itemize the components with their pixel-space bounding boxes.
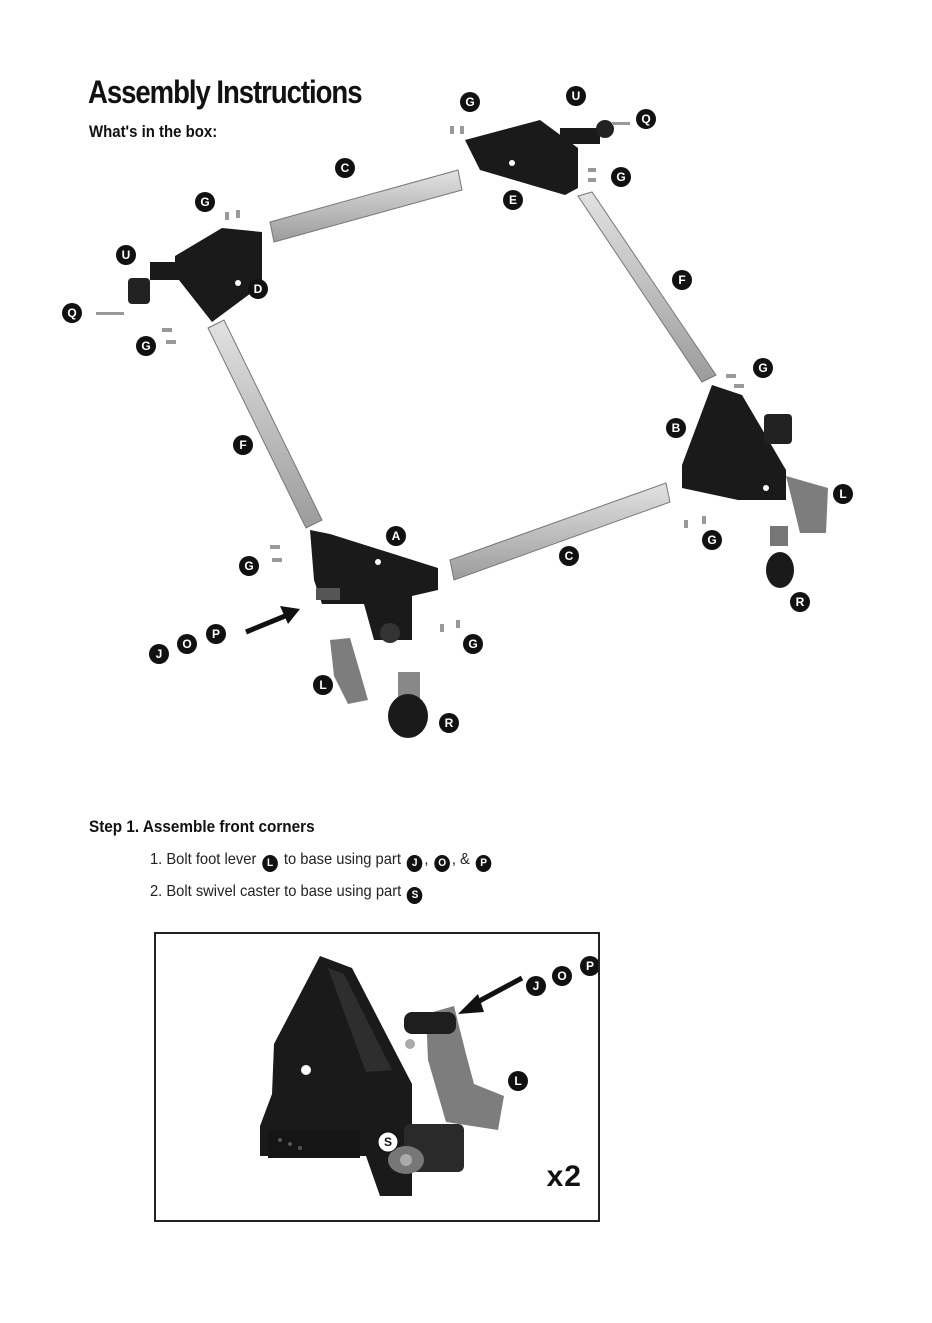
caster-wheel-front <box>388 672 428 738</box>
front-corner-closeup: J O P L S <box>156 934 600 1222</box>
arrow-pointer-icon <box>246 606 300 632</box>
svg-text:P: P <box>212 627 220 641</box>
tube-f-left <box>208 320 322 528</box>
svg-text:O: O <box>557 969 566 983</box>
part-label-u-top: U <box>566 86 586 106</box>
svg-text:C: C <box>565 549 574 563</box>
tube-c-top <box>270 170 462 242</box>
svg-text:R: R <box>445 716 454 730</box>
tube-f-right <box>578 192 716 382</box>
corner-bracket-e <box>465 120 614 195</box>
part-label-r-front: R <box>439 713 459 733</box>
instruction-2-prefix: 2. Bolt swivel caster to base using part <box>150 883 401 900</box>
corner-bracket-d <box>128 228 262 322</box>
tube-c-bottom <box>450 483 670 580</box>
photo-label-p: P <box>580 956 600 976</box>
svg-text:G: G <box>200 195 209 209</box>
photo-label-o: O <box>552 966 572 986</box>
part-label-b: B <box>666 418 686 438</box>
part-label-e: E <box>503 190 523 210</box>
step-1-instruction-2: 2. Bolt swivel caster to base using part… <box>150 883 425 904</box>
svg-text:E: E <box>509 193 517 207</box>
part-label-c-bottom: C <box>559 546 579 566</box>
part-label-g-front: G <box>463 634 483 654</box>
instruction-1-sep1: , <box>424 851 428 868</box>
quantity-label: x2 <box>547 1160 582 1194</box>
svg-text:L: L <box>839 487 846 501</box>
part-label-q-top: Q <box>636 109 656 129</box>
svg-text:D: D <box>254 282 263 296</box>
part-label-q-left: Q <box>62 303 82 323</box>
part-label-g-front-left: G <box>239 556 259 576</box>
part-label-g-top-right: G <box>611 167 631 187</box>
svg-text:U: U <box>572 89 581 103</box>
svg-text:Q: Q <box>67 306 76 320</box>
svg-text:G: G <box>616 170 625 184</box>
foot-lever-front <box>330 638 368 704</box>
svg-text:C: C <box>341 161 350 175</box>
svg-text:U: U <box>122 248 131 262</box>
part-badge-p: P <box>476 855 492 872</box>
caster-wheel-right <box>766 526 794 588</box>
step-1-heading: Step 1. Assemble front corners <box>89 817 315 837</box>
svg-text:F: F <box>239 438 246 452</box>
svg-text:O: O <box>182 637 191 651</box>
svg-text:B: B <box>672 421 681 435</box>
part-label-p: P <box>206 624 226 644</box>
part-label-g-left: G <box>136 336 156 356</box>
svg-text:G: G <box>465 95 474 109</box>
svg-text:G: G <box>141 339 150 353</box>
svg-text:J: J <box>533 979 540 993</box>
svg-text:R: R <box>796 595 805 609</box>
svg-text:L: L <box>319 678 326 692</box>
part-label-j: J <box>149 644 169 664</box>
part-label-f-right: F <box>672 270 692 290</box>
svg-text:L: L <box>514 1074 521 1088</box>
step-1-instruction-1: 1. Bolt foot lever L to base using part … <box>150 851 493 872</box>
part-badge-s: S <box>407 887 423 904</box>
photo-label-l: L <box>508 1071 528 1091</box>
part-label-o: O <box>177 634 197 654</box>
part-label-u-left: U <box>116 245 136 265</box>
part-label-f-left: F <box>233 435 253 455</box>
photo-label-j: J <box>526 976 546 996</box>
svg-text:G: G <box>468 637 477 651</box>
exploded-parts-diagram: G U Q G C E G U D Q G F G B F L A G C G … <box>0 0 932 800</box>
part-label-g-mid-right: G <box>702 530 722 550</box>
corner-bracket-b <box>682 385 828 533</box>
svg-text:J: J <box>156 647 163 661</box>
part-badge-l: L <box>262 855 278 872</box>
instruction-1-mid: to base using part <box>284 851 401 868</box>
svg-text:F: F <box>678 273 685 287</box>
svg-text:S: S <box>384 1135 392 1149</box>
svg-text:G: G <box>707 533 716 547</box>
part-label-d: D <box>248 279 268 299</box>
corner-bracket-a <box>310 530 438 643</box>
part-badge-j: J <box>407 855 423 872</box>
part-badge-o: O <box>434 855 450 872</box>
part-label-a: A <box>386 526 406 546</box>
part-label-g-top: G <box>460 92 480 112</box>
step-1-photo-frame: J O P L S x2 <box>154 932 600 1222</box>
svg-text:G: G <box>244 559 253 573</box>
svg-text:P: P <box>586 959 594 973</box>
svg-text:Q: Q <box>641 112 650 126</box>
instruction-1-prefix: 1. Bolt foot lever <box>150 851 256 868</box>
part-label-g-right: G <box>753 358 773 378</box>
part-label-c-top: C <box>335 158 355 178</box>
instruction-1-sep2: , & <box>452 851 470 868</box>
photo-label-s: S <box>378 1132 398 1152</box>
svg-text:A: A <box>392 529 401 543</box>
part-label-r-right: R <box>790 592 810 612</box>
part-label-l-right: L <box>833 484 853 504</box>
part-label-l-front: L <box>313 675 333 695</box>
svg-text:G: G <box>758 361 767 375</box>
part-label-g-top-left: G <box>195 192 215 212</box>
